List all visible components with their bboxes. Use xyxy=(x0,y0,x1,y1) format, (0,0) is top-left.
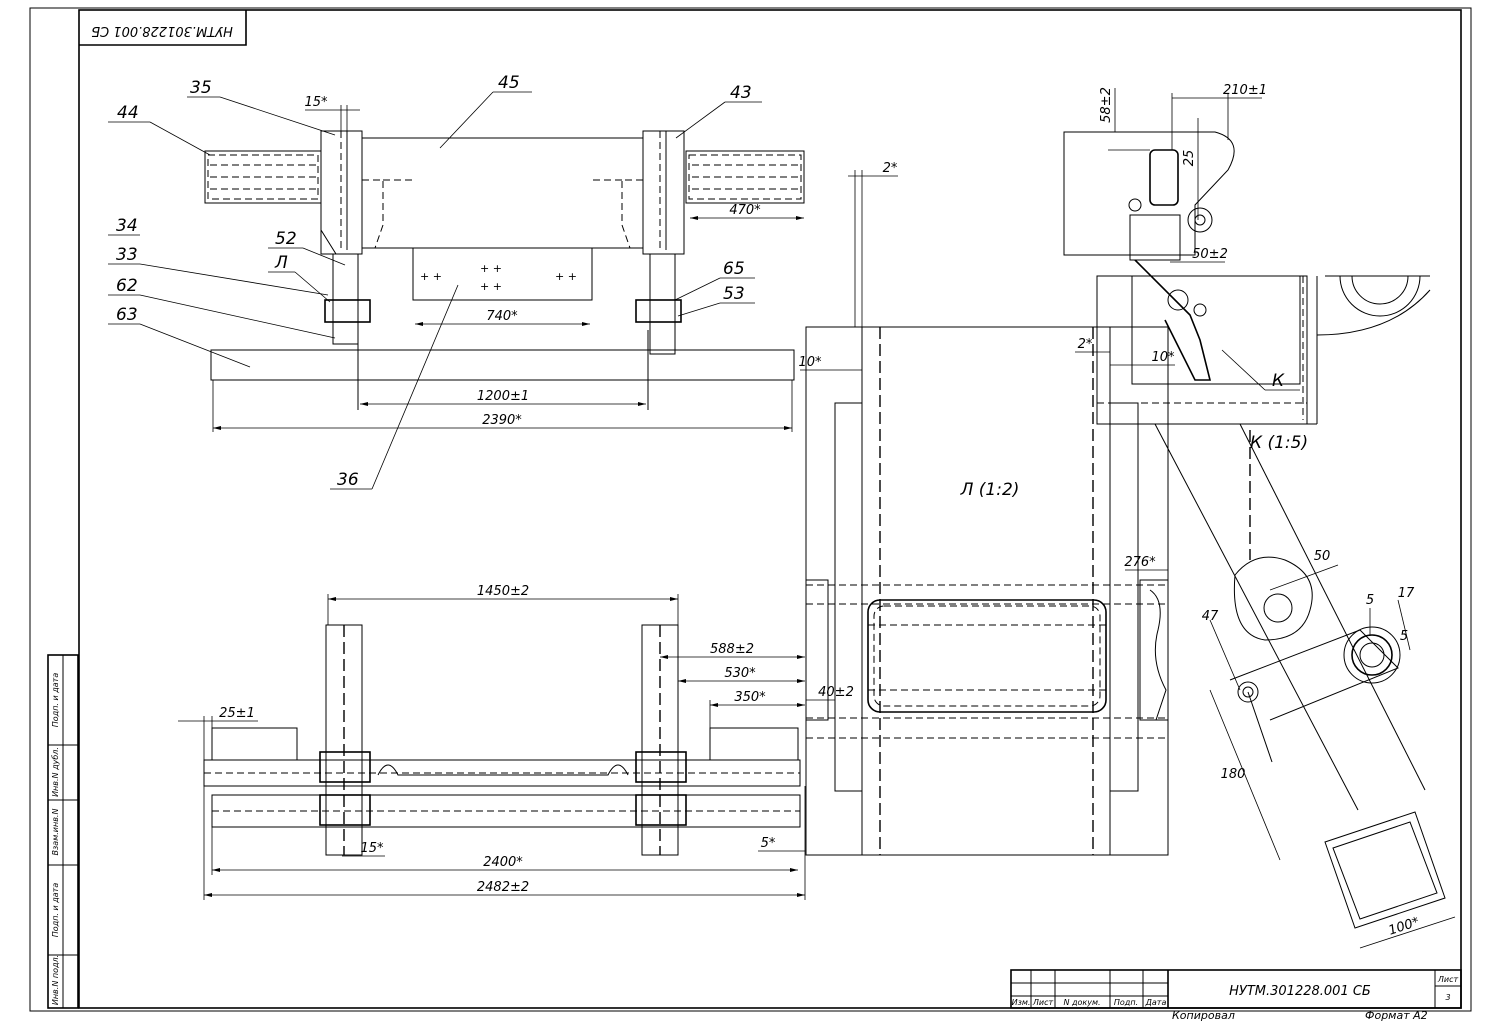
callout-35: 35 xyxy=(190,78,212,98)
inner-frame xyxy=(78,9,1462,1009)
dim-47: 47 xyxy=(1202,609,1219,624)
dim-5a: 5 xyxy=(1366,593,1374,608)
dim-1450: 1450±2 xyxy=(477,584,529,599)
dim-2390: 2390* xyxy=(482,413,522,428)
side-stamp-vzam: Взам.инв.N xyxy=(51,809,60,856)
svg-text:+ +: + + xyxy=(420,270,442,283)
tb-sheet-number: 3 xyxy=(1445,993,1450,1002)
front-view-dimensions: 1450±2 588±2 530* 350* 25±1 15* 2400* 24… xyxy=(178,584,806,900)
tb-date: Дата xyxy=(1145,998,1167,1007)
dim-17: 17 xyxy=(1398,586,1415,601)
tb-list: Лист xyxy=(1032,998,1054,1007)
dim-25b: 25 xyxy=(1182,150,1197,167)
dim-5b: 5 xyxy=(1400,629,1408,644)
callouts: 44 35 45 43 34 33 52 Л 62 63 65 53 36 xyxy=(108,73,762,490)
svg-text:+ +: + + xyxy=(555,270,577,283)
tb-code: НУТМ.301228.001 СБ xyxy=(1229,984,1371,999)
dim-470: 470* xyxy=(729,203,761,218)
tb-sheet-label: Лист xyxy=(1437,975,1459,984)
callout-52: 52 xyxy=(275,229,297,249)
dim-25: 25±1 xyxy=(219,706,255,721)
dim-50: 50 xyxy=(1314,549,1331,564)
tb-izm: Изм. xyxy=(1012,998,1031,1007)
outer-frame xyxy=(29,7,1472,1012)
top-stamp-code: НУТМ.301228.001 СБ xyxy=(91,23,233,38)
label-K: К xyxy=(1272,371,1285,391)
dim-10a: 10* xyxy=(798,355,822,370)
top-stamp: НУТМ.301228.001 СБ xyxy=(79,10,247,46)
title-block: Изм. Лист N докум. Подп. Дата НУТМ.30122… xyxy=(1010,969,1462,1021)
dim-276: 276* xyxy=(1124,555,1156,570)
tb-sign: Подп. xyxy=(1114,998,1138,1007)
callout-44: 44 xyxy=(117,103,139,123)
svg-text:+ +: + + xyxy=(480,262,502,275)
view-L: Л (1:2) 2* 10* 2* 10* 276* 40±2 xyxy=(798,161,1175,856)
callout-63: 63 xyxy=(116,305,138,325)
front-view xyxy=(203,624,801,856)
detail-top-right: 58±2 210±1 25 50±2 К xyxy=(1063,83,1431,425)
dim-50a: 50±2 xyxy=(1192,247,1228,262)
svg-text:+ +: + + xyxy=(480,280,502,293)
callout-53: 53 xyxy=(723,284,745,304)
tb-copied: Копировал xyxy=(1172,1009,1235,1021)
dim-58: 58±2 xyxy=(1099,87,1114,123)
view-K-title: К (1:5) xyxy=(1250,433,1308,453)
dim-10b: 10* xyxy=(1151,350,1175,365)
dim-740: 740* xyxy=(486,309,518,324)
callout-36: 36 xyxy=(337,470,359,490)
dim-100: 100* xyxy=(1387,915,1422,939)
dim-2482: 2482±2 xyxy=(477,880,529,895)
side-stamp-podp1: Подп. и дата xyxy=(51,883,60,938)
side-stamp-podp2: Подп. и дата xyxy=(51,673,60,728)
view-L-title: Л (1:2) xyxy=(960,480,1020,500)
side-stamp-dubl: Инв.N дубл. xyxy=(51,747,60,797)
dim-588: 588±2 xyxy=(710,642,754,657)
callout-34: 34 xyxy=(116,216,138,236)
dim-530: 530* xyxy=(724,666,756,681)
callout-L: Л xyxy=(274,253,288,273)
side-stamp-inv-podl: Инв.N подл. xyxy=(51,955,60,1005)
dim-15b: 15* xyxy=(360,841,384,856)
dim-350: 350* xyxy=(734,690,766,705)
tb-format: Формат А2 xyxy=(1365,1009,1428,1021)
callout-33: 33 xyxy=(116,245,138,265)
callout-43: 43 xyxy=(730,83,752,103)
view-K: К (1:5) 50 5 17 5 47 180 100* xyxy=(1154,423,1456,949)
dim-2400: 2400* xyxy=(483,855,523,870)
dim-1200: 1200±1 xyxy=(477,389,529,404)
dim-210: 210±1 xyxy=(1223,83,1267,98)
callout-65: 65 xyxy=(723,259,745,279)
side-stamp: Инв.N подл. Подп. и дата Взам.инв.N Инв.… xyxy=(47,654,79,1009)
dim-40: 40±2 xyxy=(818,685,854,700)
dim-2b: 2* xyxy=(1078,337,1093,352)
dim-180: 180 xyxy=(1221,767,1246,782)
top-view: + + + + + + + + xyxy=(204,130,805,410)
dim-2a: 2* xyxy=(883,161,898,176)
callout-62: 62 xyxy=(116,276,138,296)
dim-15a: 15* xyxy=(304,95,328,110)
tb-doc: N докум. xyxy=(1063,998,1100,1007)
callout-45: 45 xyxy=(498,73,520,93)
top-view-dimensions: 1200±1 2390* 740* 470* 15* xyxy=(212,95,804,432)
dim-5: 5* xyxy=(761,836,776,851)
